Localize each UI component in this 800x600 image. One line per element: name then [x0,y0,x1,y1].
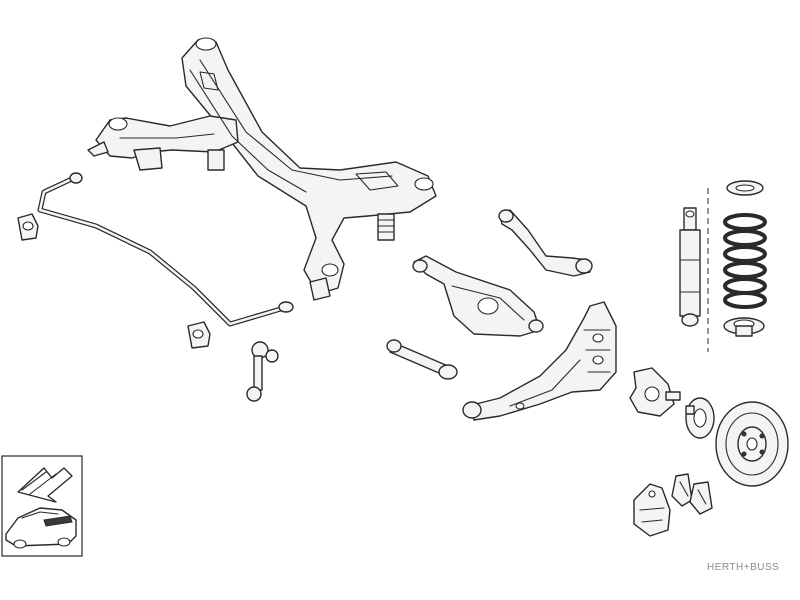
stabilizer-bushing-right [187,321,211,349]
vehicle-location-inset [1,455,83,557]
upper-control-arm [498,209,593,277]
brake-caliper-bracket [633,483,671,537]
shock-absorber [679,207,701,327]
brand-watermark: HERTH+BUSS [707,562,780,573]
spring-seat [723,317,765,337]
stabilizer-bar [37,172,294,327]
coil-spring [723,180,767,309]
brake-disc [715,401,789,487]
stabilizer-bushing-left [17,213,39,241]
rear-subframe [87,37,437,301]
wheel-hub-carrier [629,367,681,417]
brake-pads [671,473,713,515]
toe-link [386,339,458,380]
stabilizer-link [246,341,279,402]
lower-control-arm [412,255,544,337]
trailing-arm [462,301,617,421]
wheel-bearing-hub [685,397,715,439]
